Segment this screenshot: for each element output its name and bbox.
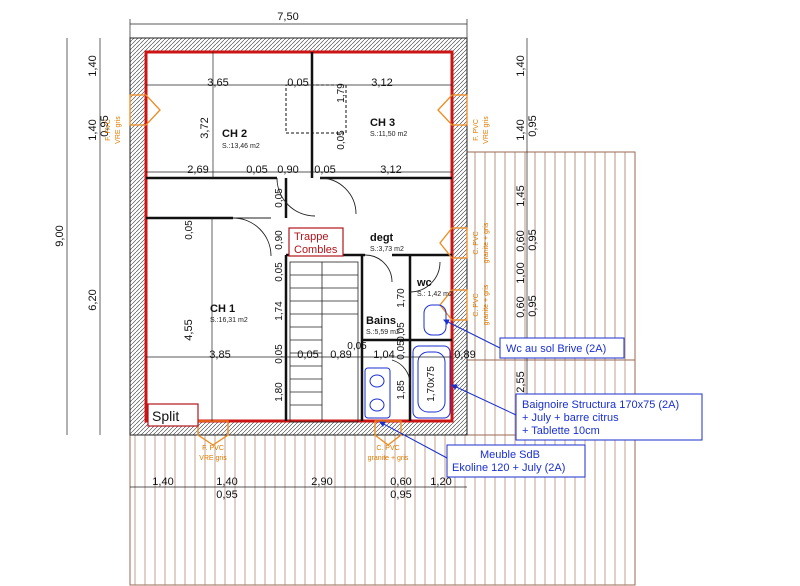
dim-v005e: 0,05: [274, 344, 285, 364]
callout-vanity: Meuble SdB Ekoline 120 + July (2A): [379, 421, 586, 478]
window-6-label-2: granite + gris: [368, 455, 409, 462]
callout-wc: Wc au sol Brive (2A): [443, 319, 625, 359]
callout-vanity-2: Ekoline 120 + July (2A): [452, 462, 565, 474]
dim-v170: 1,70: [396, 288, 407, 308]
dim-v005b: 0,05: [274, 188, 285, 208]
callout-wc-text: Wc au sol Brive (2A): [506, 343, 606, 355]
dim-ch1-height: 4,55: [183, 319, 195, 340]
dim-row2-e: 3,12: [380, 164, 401, 176]
dim-v005g: 0,05: [396, 340, 407, 360]
dim-ch3-width: 3,12: [371, 77, 392, 89]
window-1-label-2: VRE gris: [115, 116, 122, 144]
window-6-label-1: C. PVC: [376, 445, 399, 452]
dim-right-h: 0,60: [515, 296, 527, 317]
dim-row3-b: 0,05: [297, 349, 318, 361]
dim-v005a: 0,05: [336, 130, 347, 150]
dim-right-c: 0,95: [527, 115, 539, 136]
split-label: Split: [152, 408, 179, 424]
callout-bathtub: Baignoire Structura 170x75 (2A) + July +…: [451, 384, 703, 441]
windows: [129, 94, 468, 446]
room-ch2-name: CH 2: [222, 128, 247, 140]
dim-v180: 1,80: [274, 382, 285, 402]
window-2-label-2: VRE gris: [483, 116, 490, 144]
dim-top-total: 7,50: [277, 11, 298, 23]
doors: [232, 177, 441, 386]
dim-right-i: 0,95: [527, 295, 539, 316]
dim-v005d: 0,05: [274, 262, 285, 282]
dim-v090: 0,90: [274, 230, 285, 250]
dim-right-b: 1,40: [515, 119, 527, 140]
dim-row2-b: 0,05: [246, 164, 267, 176]
dim-left-a: 1,40: [87, 55, 99, 76]
dim-v005c: 0,05: [184, 220, 195, 240]
dim-row3-c: 0,89: [330, 349, 351, 361]
dim-bottom-2: 1,40: [216, 476, 237, 488]
window-3-label-1: C. PVC: [473, 231, 480, 254]
trappe-label-1: Trappe: [294, 231, 328, 243]
room-ch2-area: S.:13,46 m2: [222, 143, 260, 150]
window-4-label-2: granite + gris: [483, 284, 490, 325]
dim-ch2-height: 3,72: [199, 117, 211, 138]
callout-bathtub-1: Baignoire Structura 170x75 (2A): [522, 399, 679, 411]
dim-bottom-5: 0,60: [390, 476, 411, 488]
split-unit: Split: [147, 403, 199, 427]
window-5-label-2: VRE gris: [199, 455, 227, 462]
window-4-label-1: C. PVC: [473, 293, 480, 316]
dim-right-d: 1,45: [515, 185, 527, 206]
dim-v185: 1,85: [396, 380, 407, 400]
dim-bottom-4: 2,90: [311, 476, 332, 488]
room-degt-area: S.:3,73 m2: [370, 246, 404, 253]
window-5-label-1: F. PVC: [202, 445, 224, 452]
trappe-label-2: Combles: [294, 244, 338, 256]
callout-bathtub-3: + Tablette 10cm: [522, 425, 600, 437]
dim-row2-c: 0,90: [277, 164, 298, 176]
bathtub-size: 1,70x75: [426, 366, 437, 402]
room-bains-area: S.:5,59 m2: [366, 329, 400, 336]
deck-right: [466, 151, 636, 361]
dim-gap1: 0,05: [287, 77, 308, 89]
room-ch3-area: S.:11,50 m2: [370, 131, 407, 138]
dim-v174: 1,74: [274, 301, 285, 321]
dim-right-a: 1,40: [515, 55, 527, 76]
dim-row2-d: 0,05: [314, 164, 335, 176]
dim-left-b: 1,40: [87, 119, 99, 140]
room-ch3-name: CH 3: [370, 117, 395, 129]
dim-left-c: 0,95: [99, 115, 111, 136]
dim-left-upper: 6,20: [87, 289, 99, 310]
dim-left-total: 9,00: [54, 225, 66, 246]
interior-walls: [146, 52, 452, 421]
dim-row3-e: 0,05: [347, 341, 367, 352]
room-wc-name: wc: [416, 277, 432, 289]
dim-bottom-6: 0,95: [390, 489, 411, 501]
bathroom-fixtures: [364, 304, 451, 419]
room-ch1-area: S.:16,31 m2: [210, 317, 248, 324]
window-3-label-2: granite + gris: [483, 222, 490, 263]
callout-vanity-1: Meuble SdB: [480, 449, 540, 461]
window-1-label-1: F. PVC: [105, 119, 112, 141]
dim-right-e: 0,60: [515, 230, 527, 251]
staircase: [289, 261, 359, 423]
callout-bathtub-2: + July + barre citrus: [522, 412, 619, 424]
dim-right-g: 1,00: [515, 262, 527, 283]
dim-bottom-3: 0,95: [216, 489, 237, 501]
room-wc-area: S.: 1,42 m2: [417, 291, 453, 298]
room-ch1-name: CH 1: [210, 303, 235, 315]
trappe-combles: Trappe Combles: [288, 227, 344, 257]
dim-ch2-width: 3,65: [207, 77, 228, 89]
dim-row3-a: 3,85: [209, 349, 230, 361]
dim-v179: 1,79: [336, 83, 347, 103]
dim-row3-f: 0,89: [454, 349, 475, 361]
dim-right-j: 2,55: [515, 371, 527, 392]
room-degt-name: degt: [370, 232, 394, 244]
dim-row2-a: 2,69: [187, 164, 208, 176]
room-bains-name: Bains: [366, 315, 396, 327]
dim-row3-d: 1,04: [373, 349, 394, 361]
dim-bottom-1: 1,40: [152, 476, 173, 488]
window-2-label-1: F. PVC: [473, 119, 480, 141]
dimension-lines: [66, 19, 528, 488]
dim-right-f: 0,95: [527, 229, 539, 250]
dim-v005f: 0,05: [396, 322, 407, 342]
dim-bottom-7: 1,20: [430, 476, 451, 488]
